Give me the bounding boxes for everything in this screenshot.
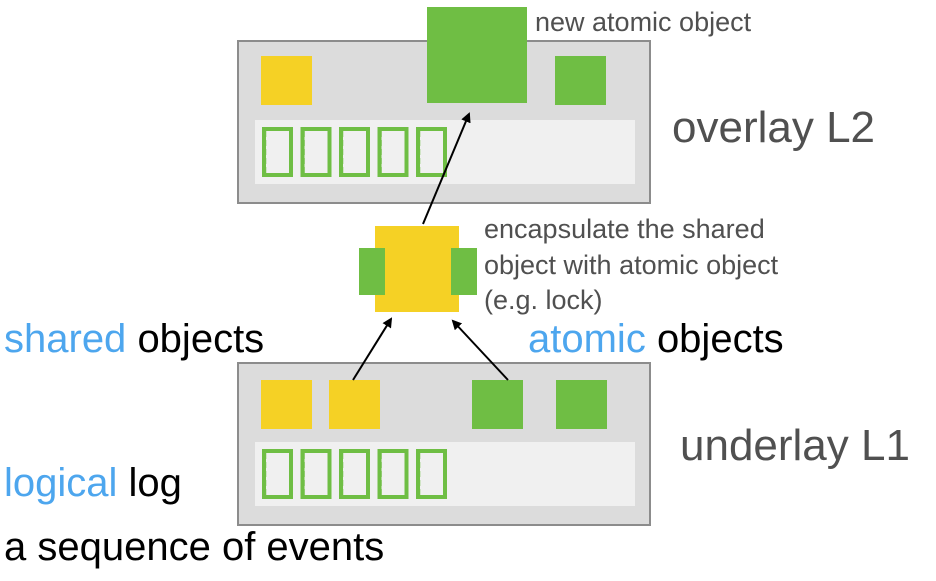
overlay-log-event-sketch	[264, 127, 292, 176]
sequence-of-events-label: a sequence of events	[4, 525, 385, 569]
atomic-objects-label: atomic objects	[528, 319, 784, 359]
new-atomic-object-label: new atomic object	[535, 7, 752, 37]
shared-word: shared	[4, 317, 127, 361]
underlay-atomic-object-2	[556, 380, 607, 429]
underlay-log-events	[262, 449, 447, 499]
underlay-log-event-sketch	[341, 449, 369, 498]
underlay-log-event-sketch	[418, 449, 446, 498]
underlay-log-event-sketch	[264, 449, 292, 498]
logical-log-label: logical log	[4, 463, 182, 503]
arrow-atomic-to-encapsulated	[451, 319, 509, 381]
arrow-encapsulated-to-overlay	[422, 112, 471, 225]
log-word: log	[128, 461, 182, 505]
overlay-atomic-object	[555, 56, 606, 105]
overlay-label: overlay L2	[672, 103, 876, 152]
underlay-shared-object-2	[329, 380, 380, 429]
new-atomic-object	[427, 7, 527, 103]
encapsulate-note-line-1: encapsulate the shared	[484, 214, 765, 244]
encapsulating-atomic-left	[359, 248, 385, 295]
shared-objects-word: objects	[137, 317, 265, 361]
arrow-shared-to-encapsulated	[352, 317, 393, 381]
atomic-objects-word: objects	[656, 317, 784, 361]
overlay-shared-object	[261, 56, 312, 105]
overlay-log-event-sketch	[341, 127, 369, 176]
underlay-log-event-sketch	[303, 449, 330, 498]
underlay-atomic-object-1	[472, 380, 523, 429]
encapsulating-atomic-right	[451, 248, 477, 295]
underlay-shared-object-1	[261, 380, 312, 429]
encapsulated-shared-object	[375, 226, 459, 312]
overlay-log-event-sketch	[380, 127, 407, 176]
overlay-log-events	[262, 127, 447, 177]
shared-objects-label: shared objects	[4, 319, 264, 359]
underlay-log-event-sketch	[380, 449, 407, 498]
atomic-word: atomic	[528, 317, 646, 361]
overlay-log-event-sketch	[418, 127, 446, 176]
logical-word: logical	[4, 461, 118, 505]
underlay-label: underlay L1	[680, 421, 910, 470]
overlay-log-event-sketch	[303, 127, 330, 176]
encapsulate-note-line-3: (e.g. lock)	[484, 285, 603, 315]
encapsulate-note-line-2: object with atomic object	[484, 250, 779, 280]
